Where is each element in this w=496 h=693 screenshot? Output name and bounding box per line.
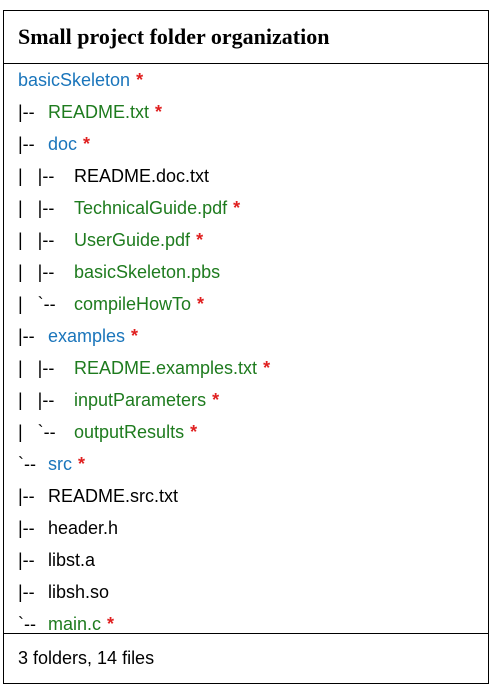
folder-name: basicSkeleton [18,70,131,90]
diagram-frame: Small project folder organization basicS… [3,10,489,684]
summary-bar: 3 folders, 14 files [4,633,488,683]
tree-row: |-- examples* [4,320,488,352]
tree-branch-connector: `-- [18,454,36,474]
file-name: main.c [48,614,102,634]
file-label: outputResults* [74,416,197,448]
required-marker: * [136,70,144,90]
file-name: README.src.txt [48,486,179,506]
tree-branch-connector: |-- [18,518,35,538]
tree-branch-connector: `-- [18,614,36,634]
folder-label: doc* [48,128,90,160]
required-marker: * [190,422,198,442]
file-label: main.c* [48,608,114,640]
file-label: README.doc.txt [74,160,209,192]
tree-branch-connector: |-- [18,582,35,602]
tree-row: basicSkeleton* [4,64,488,96]
file-label: README.examples.txt* [74,352,270,384]
required-marker: * [131,326,139,346]
required-marker: * [263,358,271,378]
tree-branch-connector: |-- [18,486,35,506]
required-marker: * [196,230,204,250]
summary-text: 3 folders, 14 files [18,648,155,668]
tree-row: |-- README.txt* [4,96,488,128]
tree-row: | |-- README.doc.txt [4,160,488,192]
tree-row: | |-- inputParameters* [4,384,488,416]
folder-label: examples* [48,320,138,352]
tree-branch-connector: |-- [18,326,35,346]
tree-row: | |-- README.examples.txt* [4,352,488,384]
tree-branch-connector: | |-- [18,166,55,186]
file-label: basicSkeleton.pbs [74,256,220,288]
file-label: UserGuide.pdf* [74,224,203,256]
tree-row: |-- header.h [4,512,488,544]
tree-row: | `-- outputResults* [4,416,488,448]
folder-name: src [48,454,72,474]
file-name: basicSkeleton.pbs [74,262,221,282]
tree-branch-connector: |-- [18,134,35,154]
tree-branch-connector: |-- [18,550,35,570]
required-marker: * [212,390,220,410]
tree-row: | |-- UserGuide.pdf* [4,224,488,256]
tree-branch-connector: | `-- [18,294,56,314]
diagram-title: Small project folder organization [18,24,330,49]
file-label: compileHowTo* [74,288,204,320]
required-marker: * [78,454,86,474]
file-name: UserGuide.pdf [74,230,191,250]
tree-branch-connector: | |-- [18,358,55,378]
folder-label: basicSkeleton* [18,64,143,96]
required-marker: * [233,198,241,218]
file-name: compileHowTo [74,294,192,314]
required-marker: * [107,614,115,634]
tree-row: |-- README.src.txt [4,480,488,512]
tree-row: |-- doc* [4,128,488,160]
tree-row: `-- main.c* [4,608,488,640]
tree-branch-connector: |-- [18,102,35,122]
file-name: outputResults [74,422,185,442]
folder-name: doc [48,134,78,154]
file-label: libsh.so [48,576,109,608]
required-marker: * [155,102,163,122]
tree-row: `-- src * [4,448,488,480]
file-name: README.txt [48,102,150,122]
file-name: libst.a [48,550,96,570]
file-label: README.src.txt [48,480,178,512]
file-label: inputParameters* [74,384,219,416]
folder-label: src * [48,448,85,480]
file-label: header.h [48,512,118,544]
tree-branch-connector: | |-- [18,230,55,250]
title-bar: Small project folder organization [4,11,488,64]
required-marker: * [83,134,91,154]
file-name: libsh.so [48,582,110,602]
tree-branch-connector: | |-- [18,262,55,282]
tree-row: |-- libst.a [4,544,488,576]
tree-row: | |-- basicSkeleton.pbs [4,256,488,288]
tree-branch-connector: | |-- [18,198,55,218]
file-name: README.doc.txt [74,166,210,186]
tree-row: | `-- compileHowTo* [4,288,488,320]
file-label: libst.a [48,544,95,576]
file-label: README.txt* [48,96,162,128]
folder-name: examples [48,326,126,346]
tree-branch-connector: | |-- [18,390,55,410]
tree-row: | |-- TechnicalGuide.pdf* [4,192,488,224]
file-name: header.h [48,518,119,538]
tree-branch-connector: | `-- [18,422,56,442]
file-name: TechnicalGuide.pdf [74,198,228,218]
file-name: inputParameters [74,390,207,410]
file-label: TechnicalGuide.pdf* [74,192,240,224]
required-marker: * [197,294,205,314]
tree-row: |-- libsh.so [4,576,488,608]
file-name: README.examples.txt [74,358,258,378]
folder-tree: basicSkeleton*|--README.txt*|--doc*| |--… [4,64,488,634]
